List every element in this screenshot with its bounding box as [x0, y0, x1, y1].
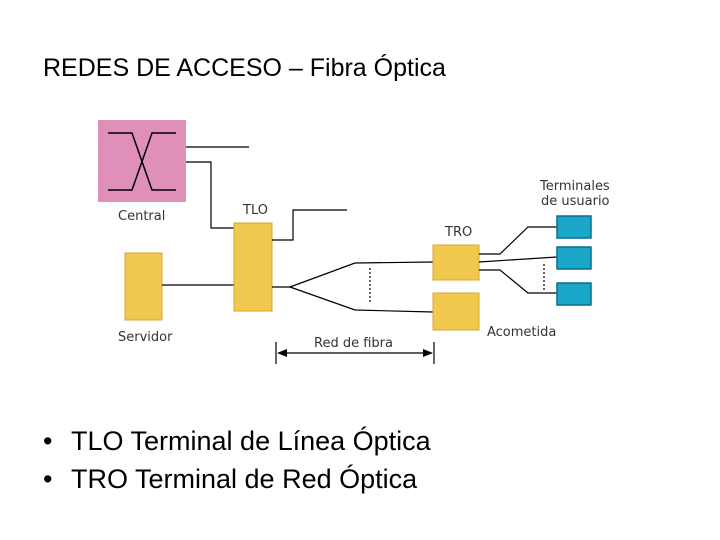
- tro-definition: TRO Terminal de Red Óptica: [71, 464, 418, 494]
- central-to-tlo-line: [186, 161, 234, 229]
- tlo-uplink-line: [272, 209, 347, 241]
- fiber-upper-branch: [289, 261, 434, 288]
- user-terminals: Terminales de usuario: [539, 179, 610, 306]
- tro-terminals: TRO: [432, 225, 480, 331]
- central-office: Central: [98, 120, 186, 224]
- central-label: Central: [118, 209, 165, 224]
- list-item: • TLO Terminal de Línea Óptica: [43, 422, 431, 460]
- tro-box-upper: [432, 244, 480, 281]
- terminals-label-line2: de usuario: [541, 194, 610, 209]
- tlo-box: [233, 222, 273, 312]
- red-de-fibra-label: Red de fibra: [314, 336, 393, 351]
- span-arrow-right: [423, 349, 433, 357]
- definitions-list: • TLO Terminal de Línea Óptica • TRO Termi…: [43, 422, 431, 498]
- bullet-icon: •: [43, 464, 53, 494]
- tlo-definition: TLO Terminal de Línea Óptica: [71, 426, 431, 456]
- user-terminal-1: [556, 215, 592, 239]
- server-box: [124, 252, 163, 321]
- fiber-access-network-diagram: Central Servidor TLO TRO: [98, 120, 610, 364]
- tlo-terminal: TLO: [233, 203, 347, 312]
- switch-symbol: [108, 132, 176, 191]
- terminals-label-line1: Terminales: [539, 179, 610, 194]
- fiber-lines: [272, 261, 434, 313]
- drop-line-bottom: [479, 269, 557, 294]
- tro-label: TRO: [444, 225, 472, 240]
- page-title: REDES DE ACCESO – Fibra Óptica: [43, 54, 446, 82]
- drop-line-middle: [478, 256, 558, 263]
- span-arrow-left: [277, 349, 287, 357]
- server-label: Servidor: [118, 330, 173, 345]
- list-item: • TRO Terminal de Red Óptica: [43, 460, 431, 498]
- tro-box-lower: [432, 292, 480, 331]
- central-links: [186, 146, 249, 229]
- server: Servidor: [118, 252, 234, 345]
- acometida-label: Acometida: [487, 325, 556, 340]
- fiber-network-span: Red de fibra: [275, 334, 435, 364]
- span-label-bg: [310, 334, 396, 350]
- fiber-lower-branch: [289, 286, 434, 313]
- drop-line-top: [479, 226, 557, 255]
- user-terminal-2: [556, 246, 592, 270]
- tlo-label: TLO: [242, 203, 268, 218]
- bullet-icon: •: [43, 426, 53, 456]
- drop-lines: [478, 226, 558, 294]
- user-terminal-3: [556, 282, 592, 306]
